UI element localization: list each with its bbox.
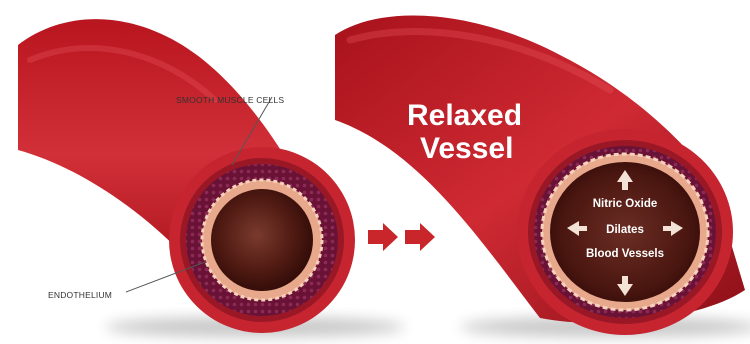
- relaxed-title-line2: Vessel: [420, 132, 513, 165]
- left-lumen: [211, 189, 313, 291]
- inner-text-line2: Dilates: [606, 224, 644, 236]
- inner-text-line1: Nitric Oxide: [593, 198, 658, 210]
- arrow-icon: [405, 223, 435, 251]
- endothelium-label: ENDOTHELIUM: [48, 290, 112, 300]
- smooth-muscle-label: SMOOTH MUSCLE CELLS: [176, 95, 284, 105]
- arrow-icon: [368, 223, 398, 251]
- inner-text-line3: Blood Vessels: [586, 248, 664, 260]
- relaxed-title-line1: Relaxed: [407, 99, 522, 132]
